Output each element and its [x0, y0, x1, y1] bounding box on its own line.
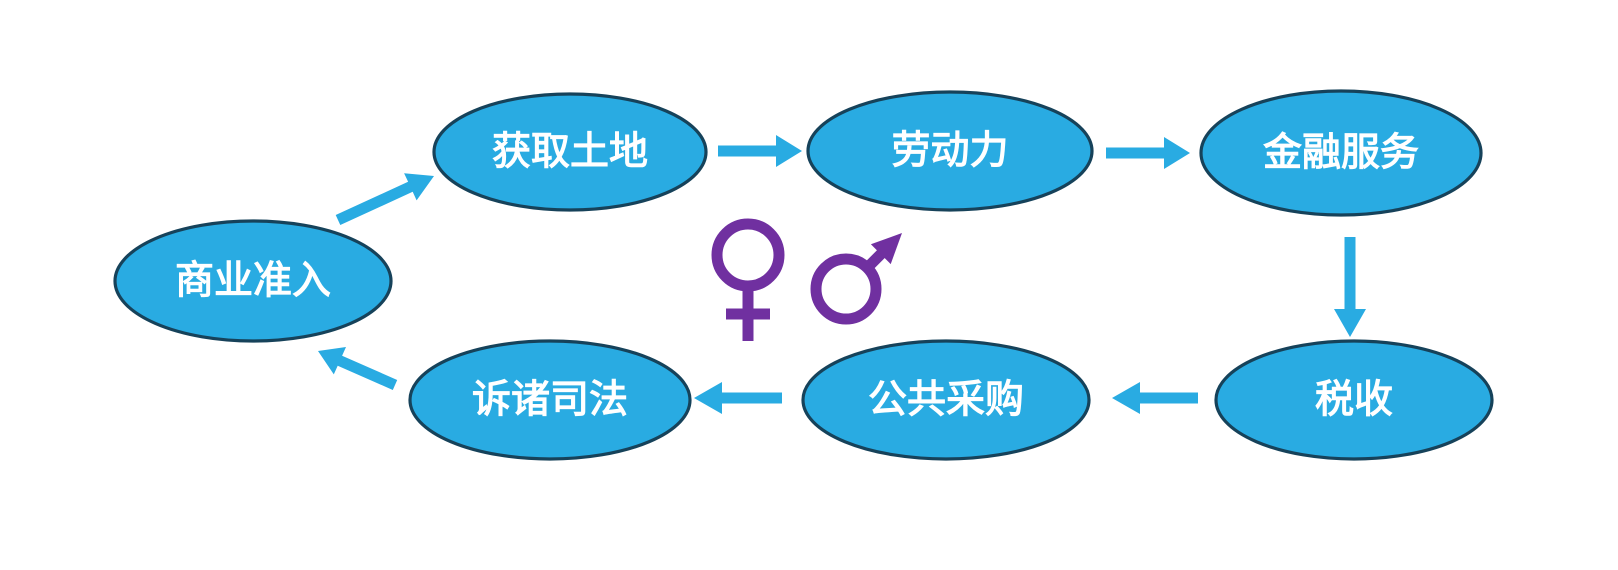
- node-business-entry-ellipse: [113, 219, 393, 343]
- female-gender-icon: [711, 218, 785, 341]
- male-gender-icon: [810, 233, 902, 325]
- node-business-entry: 商业准入: [113, 219, 393, 343]
- arrow-taxation-to-procurement-icon: [1112, 382, 1198, 414]
- male-symbol-circle: [810, 253, 882, 325]
- node-land-access: 获取土地: [432, 92, 708, 212]
- node-financial-services: 金融服务: [1199, 89, 1483, 217]
- arrow-financial-to-taxation-icon: [1334, 237, 1366, 337]
- arrow-justice-to-business-entry-icon: [318, 347, 398, 390]
- node-access-to-justice: 诉诸司法: [408, 339, 692, 461]
- node-taxation-ellipse: [1214, 339, 1494, 461]
- node-labor: 劳动力: [806, 90, 1094, 212]
- node-land-access-label: 获取土地: [492, 131, 648, 174]
- arrow-labor-to-financial-icon: [1106, 137, 1190, 169]
- node-public-procurement-ellipse: [801, 339, 1091, 461]
- arrow-procurement-to-justice-icon: [694, 382, 782, 414]
- node-access-to-justice-ellipse: [408, 339, 692, 461]
- male-symbol-arrowhead: [870, 233, 902, 265]
- female-symbol-circle: [711, 218, 785, 292]
- node-labor-ellipse: [806, 90, 1094, 212]
- node-financial-services-ellipse: [1199, 89, 1483, 217]
- node-access-to-justice-label: 诉诸司法: [472, 379, 628, 422]
- node-business-entry-label: 商业准入: [175, 260, 331, 303]
- node-land-access-ellipse: [432, 92, 708, 212]
- male-symbol-shaft: [860, 247, 888, 275]
- node-labor-label: 劳动力: [891, 130, 1008, 173]
- arrow-business-entry-to-land-icon: [335, 173, 434, 225]
- node-public-procurement-label: 公共采购: [868, 379, 1024, 422]
- node-public-procurement: 公共采购: [801, 339, 1091, 461]
- node-financial-services-label: 金融服务: [1262, 131, 1419, 175]
- node-taxation: 税收: [1214, 339, 1494, 461]
- node-taxation-label: 税收: [1315, 379, 1393, 422]
- arrow-land-to-labor-icon: [718, 135, 802, 167]
